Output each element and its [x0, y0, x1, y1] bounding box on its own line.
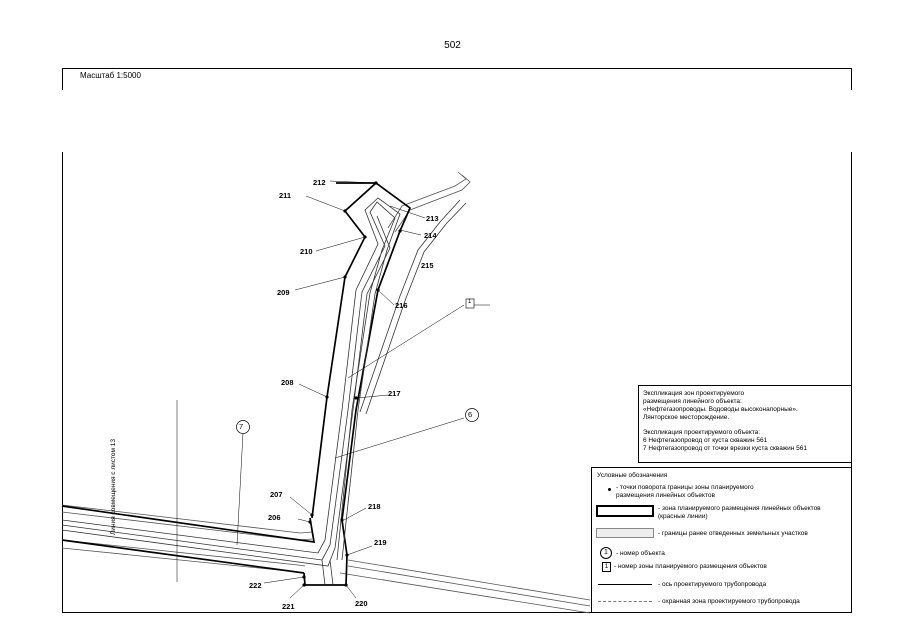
turn-points [302, 181, 402, 587]
point-217: 217 [388, 389, 401, 398]
turn-point-icon [608, 488, 611, 491]
legend-zone: - зона планируемого размещения линейных … [658, 505, 821, 520]
zone-number-icon: 1 [602, 562, 611, 572]
prev-plot-symbol-icon [596, 528, 654, 538]
zone-1-box [465, 298, 475, 309]
object-label-6: 6 [468, 410, 473, 419]
point-211: 211 [279, 191, 292, 200]
explic-object-7: 7 Нефтегазопровод от точки врезки куста … [643, 445, 808, 452]
object-6-circle [465, 408, 479, 422]
point-219: 219 [374, 538, 387, 547]
blank-strip [55, 90, 855, 152]
zone-label-1: 1 [468, 299, 472, 305]
leader-lines [176, 180, 490, 599]
protection-zone-line-icon [598, 601, 652, 602]
legend-protection: - охранная зона проектируемого трубопров… [658, 598, 800, 605]
point-215: 215 [421, 261, 434, 270]
legend-object-number: - номер объекта [616, 550, 665, 557]
point-220: 220 [355, 599, 368, 608]
point-218: 218 [368, 502, 381, 511]
point-213: 213 [426, 214, 439, 223]
previous-plots [61, 171, 591, 614]
zone-symbol-icon [596, 505, 654, 517]
object-label-7: 7 [239, 422, 244, 431]
point-212: 212 [313, 178, 326, 187]
point-221: 221 [282, 602, 295, 611]
legend-zone-number: - номер зоны планируемого размещения объ… [614, 563, 767, 570]
point-222: 222 [249, 581, 262, 590]
explic-line-2: размещения линейного объекта: [643, 398, 742, 405]
legend-prev-plots: - границы ранее отведенных земельных уча… [658, 530, 808, 537]
explic-line-4: Лянторское месторождение. [643, 414, 730, 421]
point-214: 214 [424, 231, 437, 240]
explic-object-6: 6 Нефтегазопровод от куста скважин 561 [643, 437, 768, 444]
point-209: 209 [277, 288, 290, 297]
legend-turn-points: - точки поворота границы зоны планируемо… [616, 484, 754, 499]
point-216: 216 [395, 301, 408, 310]
explic-line-3: «Нефтегазопроводы. Водоводы высоконапорн… [643, 406, 798, 413]
object-7-circle [236, 420, 250, 434]
scale-label: Масштаб 1:5000 [80, 71, 141, 80]
point-206: 206 [268, 513, 281, 522]
point-210: 210 [300, 247, 313, 256]
point-207: 207 [270, 490, 283, 499]
legend-title: Условные обозначения [597, 472, 668, 479]
legend-axis: - ось проектируемого трубопровода [658, 581, 767, 588]
explic-line-1: Экспликация зон проектируемого [643, 390, 745, 397]
legend-box: Условные обозначения - точки поворота гр… [591, 467, 852, 613]
object-number-icon: 1 [600, 547, 612, 559]
sheet-join-label: Линия совмещения с листом 13 [110, 438, 117, 535]
axis-line-icon [598, 584, 652, 585]
page-number: 502 [444, 40, 461, 51]
map-frame [62, 68, 852, 613]
point-208: 208 [281, 378, 294, 387]
explication-box: Экспликация зон проектируемого размещени… [638, 385, 852, 463]
pipeline-axes [61, 197, 467, 586]
explic-objects-title: Экспликация проектируемого объекта: [643, 429, 761, 436]
